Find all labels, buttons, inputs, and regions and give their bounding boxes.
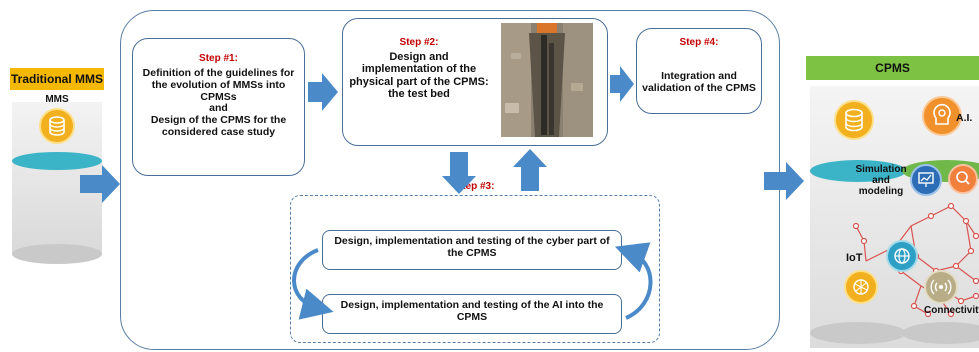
step1-text-line1: Definition of the guidelines for the evo… bbox=[142, 67, 295, 103]
mms-label: MMS bbox=[45, 94, 69, 105]
wireless-signal-icon bbox=[924, 270, 958, 304]
magnifier-icon bbox=[948, 164, 978, 194]
connectivity-label: Connectivity bbox=[924, 305, 979, 316]
monitor-chart-icon bbox=[910, 164, 942, 196]
step3-cyber-text: Design, implementation and testing of th… bbox=[334, 235, 610, 259]
step3-group bbox=[290, 195, 660, 343]
cpms-bottom-ellipse-left bbox=[810, 322, 906, 344]
cylinder-top-ellipse bbox=[12, 152, 102, 170]
simulation-label: Simulation and modeling bbox=[855, 164, 907, 198]
ai-label: A.I. bbox=[956, 112, 973, 124]
step2-text: Design and implementation of the physica… bbox=[349, 51, 489, 100]
traditional-mms-panel: Traditional MMS MMS bbox=[10, 68, 104, 268]
cpms-header: CPMS bbox=[806, 56, 979, 80]
iot-label: IoT bbox=[846, 252, 863, 264]
step1-text: Definition of the guidelines for the evo… bbox=[137, 67, 300, 139]
step1-and: and bbox=[209, 102, 228, 115]
database-icon bbox=[39, 108, 75, 144]
step1-text-line2: Design of the CPMS for the considered ca… bbox=[150, 114, 287, 138]
cylinder-bottom-ellipse bbox=[12, 244, 102, 264]
network-icon bbox=[844, 270, 878, 304]
test-bed-photo bbox=[501, 23, 593, 137]
step3-ai-text: Design, implementation and testing of th… bbox=[340, 299, 604, 323]
traditional-mms-header: Traditional MMS bbox=[10, 68, 104, 90]
step4-title: Step #4: bbox=[679, 37, 719, 48]
step2-title: Step #2: bbox=[399, 37, 439, 48]
step3-cyber-box: Design, implementation and testing of th… bbox=[322, 230, 622, 270]
step1-box: Step #1: Definition of the guidelines fo… bbox=[132, 38, 305, 176]
step3-title: Step #3: bbox=[455, 181, 495, 192]
globe-icon bbox=[886, 240, 918, 272]
database-icon bbox=[834, 100, 874, 140]
step4-box: Step #4: Integration and validation of t… bbox=[636, 28, 762, 114]
cpms-bottom-ellipse-right bbox=[902, 322, 979, 344]
step3-ai-box: Design, implementation and testing of th… bbox=[322, 294, 622, 334]
cpms-panel: CPMS bbox=[806, 56, 979, 352]
step1-title: Step #1: bbox=[199, 53, 238, 64]
lightbulb-head-icon bbox=[922, 96, 962, 136]
step4-text: Integration and validation of the CPMS bbox=[642, 70, 756, 94]
step2-box: Step #2: Design and implementation of th… bbox=[342, 18, 608, 146]
traditional-cylinder: MMS bbox=[10, 90, 104, 268]
cpms-teal-ellipse bbox=[810, 160, 906, 182]
